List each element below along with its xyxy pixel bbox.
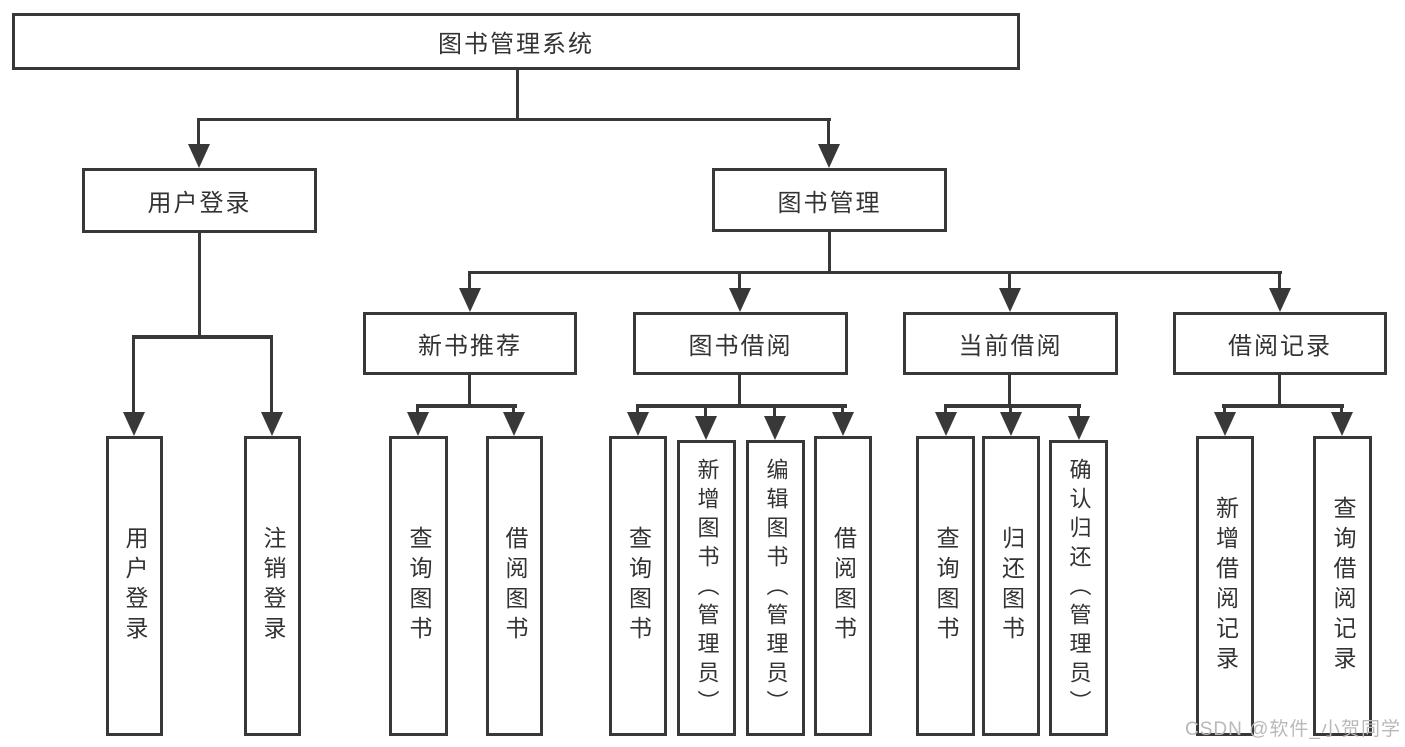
connector-line bbox=[1222, 404, 1344, 408]
leaf-query-books-3: 查询图书 bbox=[916, 436, 975, 736]
arrow-down-icon bbox=[1331, 412, 1353, 436]
connector-line bbox=[704, 406, 707, 422]
arrow-down-icon bbox=[407, 412, 429, 436]
node-label: 图书管理 bbox=[777, 189, 882, 217]
arrow-down-icon bbox=[729, 288, 751, 312]
node-label: 用户登录 bbox=[147, 190, 252, 217]
arrow-down-icon bbox=[188, 144, 210, 168]
node-book-management: 图书管理 bbox=[712, 168, 947, 232]
leaf-borrow-books-2: 借阅图书 bbox=[814, 436, 872, 736]
leaf-query-books: 查询图书 bbox=[389, 436, 448, 736]
arrow-down-icon bbox=[1068, 416, 1090, 440]
node-label: 当前借阅 bbox=[958, 333, 1063, 360]
connector-line bbox=[197, 118, 831, 121]
node-user-login: 用户登录 bbox=[82, 168, 317, 233]
node-current-borrowing: 当前借阅 bbox=[903, 312, 1118, 375]
node-label: 图书借阅 bbox=[688, 333, 793, 360]
arrow-down-icon bbox=[935, 412, 957, 436]
node-new-book-recommend: 新书推荐 bbox=[363, 312, 577, 375]
node-label: 确认归还（管理员） bbox=[1066, 457, 1092, 719]
leaf-borrow-books: 借阅图书 bbox=[486, 436, 543, 736]
leaf-confirm-return-admin: 确认归还（管理员） bbox=[1049, 440, 1108, 736]
connector-line bbox=[416, 404, 517, 408]
connector-line bbox=[828, 232, 831, 272]
arrow-down-icon bbox=[695, 416, 717, 440]
connector-line bbox=[516, 70, 519, 121]
arrow-down-icon bbox=[261, 412, 283, 436]
arrow-down-icon bbox=[627, 412, 649, 436]
arrow-down-icon bbox=[1269, 288, 1291, 312]
node-library-management-system: 图书管理系统 bbox=[12, 13, 1020, 70]
connector-line bbox=[636, 404, 847, 408]
connector-line bbox=[738, 375, 741, 406]
node-label: 新书推荐 bbox=[418, 333, 522, 360]
node-borrowing-records: 借阅记录 bbox=[1173, 312, 1387, 375]
node-label: 归还图书 bbox=[998, 526, 1025, 646]
node-label: 借阅图书 bbox=[502, 526, 528, 646]
leaf-add-book-admin: 新增图书（管理员） bbox=[677, 440, 736, 736]
connector-line bbox=[1008, 272, 1011, 294]
arrow-down-icon bbox=[764, 416, 786, 440]
connector-line bbox=[827, 118, 830, 148]
leaf-query-books-2: 查询图书 bbox=[609, 436, 667, 736]
node-label: 新增图书（管理员） bbox=[694, 457, 720, 719]
connector-line bbox=[132, 335, 273, 339]
arrow-down-icon bbox=[1000, 412, 1022, 436]
leaf-user-login: 用户登录 bbox=[106, 436, 163, 736]
connector-line bbox=[1278, 375, 1281, 406]
arrow-down-icon bbox=[503, 412, 525, 436]
node-label: 借阅记录 bbox=[1228, 333, 1332, 360]
connector-line bbox=[468, 272, 471, 294]
connector-line bbox=[1008, 375, 1011, 406]
leaf-query-borrow-record: 查询借阅记录 bbox=[1313, 436, 1372, 736]
connector-line bbox=[1077, 406, 1080, 422]
arrow-down-icon bbox=[459, 288, 481, 312]
node-label: 查询图书 bbox=[933, 526, 959, 646]
arrow-down-icon bbox=[1214, 412, 1236, 436]
arrow-down-icon bbox=[832, 412, 854, 436]
csdn-watermark: CSDN @软件_小贺同学 bbox=[1185, 719, 1401, 740]
connector-line bbox=[773, 406, 776, 422]
connector-line bbox=[944, 404, 1081, 408]
leaf-add-borrow-record: 新增借阅记录 bbox=[1196, 436, 1254, 736]
leaf-edit-book-admin: 编辑图书（管理员） bbox=[746, 440, 805, 736]
arrow-down-icon bbox=[999, 288, 1021, 312]
node-label: 图书管理系统 bbox=[438, 31, 594, 58]
arrow-down-icon bbox=[123, 412, 145, 436]
connector-line bbox=[198, 233, 201, 337]
leaf-logout: 注销登录 bbox=[244, 436, 301, 736]
connector-line bbox=[1278, 272, 1281, 294]
connector-line bbox=[270, 337, 273, 417]
connector-line bbox=[468, 375, 471, 406]
node-label: 查询借阅记录 bbox=[1330, 496, 1356, 676]
node-label: 查询图书 bbox=[625, 526, 652, 646]
node-label: 编辑图书（管理员） bbox=[763, 457, 789, 719]
node-label: 新增借阅记录 bbox=[1212, 496, 1239, 676]
connector-line bbox=[132, 337, 135, 417]
node-label: 用户登录 bbox=[122, 526, 148, 646]
connector-line bbox=[468, 271, 1282, 274]
connector-line bbox=[738, 272, 741, 294]
leaf-return-book: 归还图书 bbox=[982, 436, 1040, 736]
arrow-down-icon bbox=[818, 144, 840, 168]
node-book-borrowing: 图书借阅 bbox=[633, 312, 848, 375]
node-label: 查询图书 bbox=[406, 526, 432, 646]
node-label: 借阅图书 bbox=[830, 526, 857, 646]
connector-line bbox=[197, 118, 200, 148]
node-label: 注销登录 bbox=[260, 526, 286, 646]
